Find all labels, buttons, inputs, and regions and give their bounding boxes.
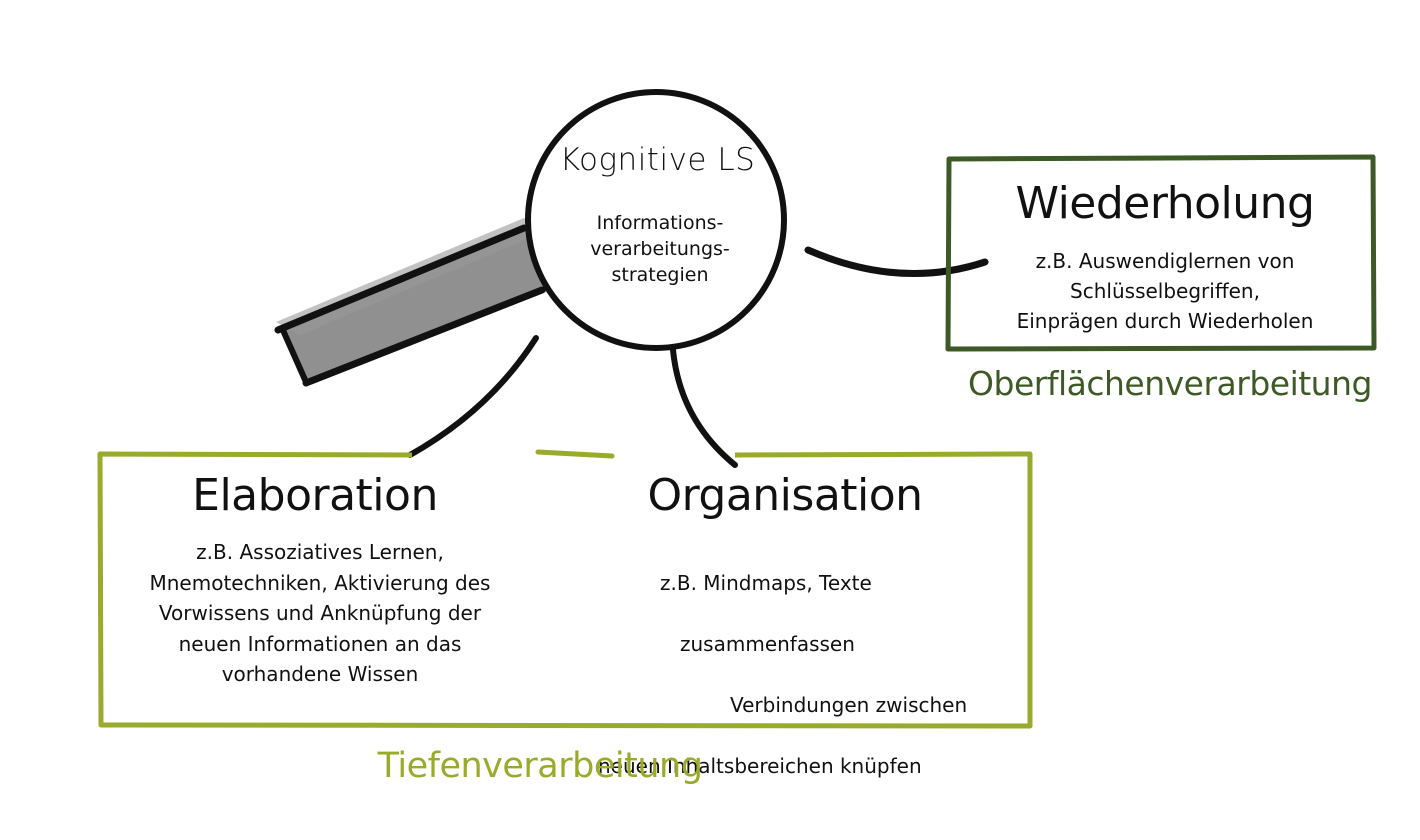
wiederholung-text: z.B. Auswendiglernen von Schlüsselbegrif… [1016,249,1314,333]
connector-elaboration [407,335,539,458]
connector-organisation [670,347,738,468]
wiederholung-box [945,154,1377,352]
organisation-text: z.B. Mindmaps, Texte zusammenfassen Verb… [580,537,1000,812]
organisation-line: zusammenfassen [680,631,855,656]
tiefen-box [97,449,1033,729]
wiederholung-title: Wiederholung [1015,178,1315,229]
organisation-line: z.B. Mindmaps, Texte [660,570,872,595]
organisation-line: neuen Inhaltsbereichen knüpfen [598,753,922,778]
hub-title: Kognitive LS [559,142,756,178]
oberflaechenverarbeitung-label: Oberflächenverarbeitung [968,364,1372,403]
elaboration-text: z.B. Assoziatives Lernen, Mnemotechniken… [149,540,491,686]
connector-wiederholung [804,246,989,278]
organisation-line: Verbindungen zwischen [730,692,968,717]
hub-subtitle: Informations- verarbeitungs- strategien [590,212,730,286]
grey-bar [274,218,546,387]
organisation-title: Organisation [647,470,923,521]
hub-circle [525,89,787,351]
tiefenverarbeitung-label: Tiefenverarbeitung [377,746,703,786]
elaboration-title: Elaboration [192,470,438,521]
